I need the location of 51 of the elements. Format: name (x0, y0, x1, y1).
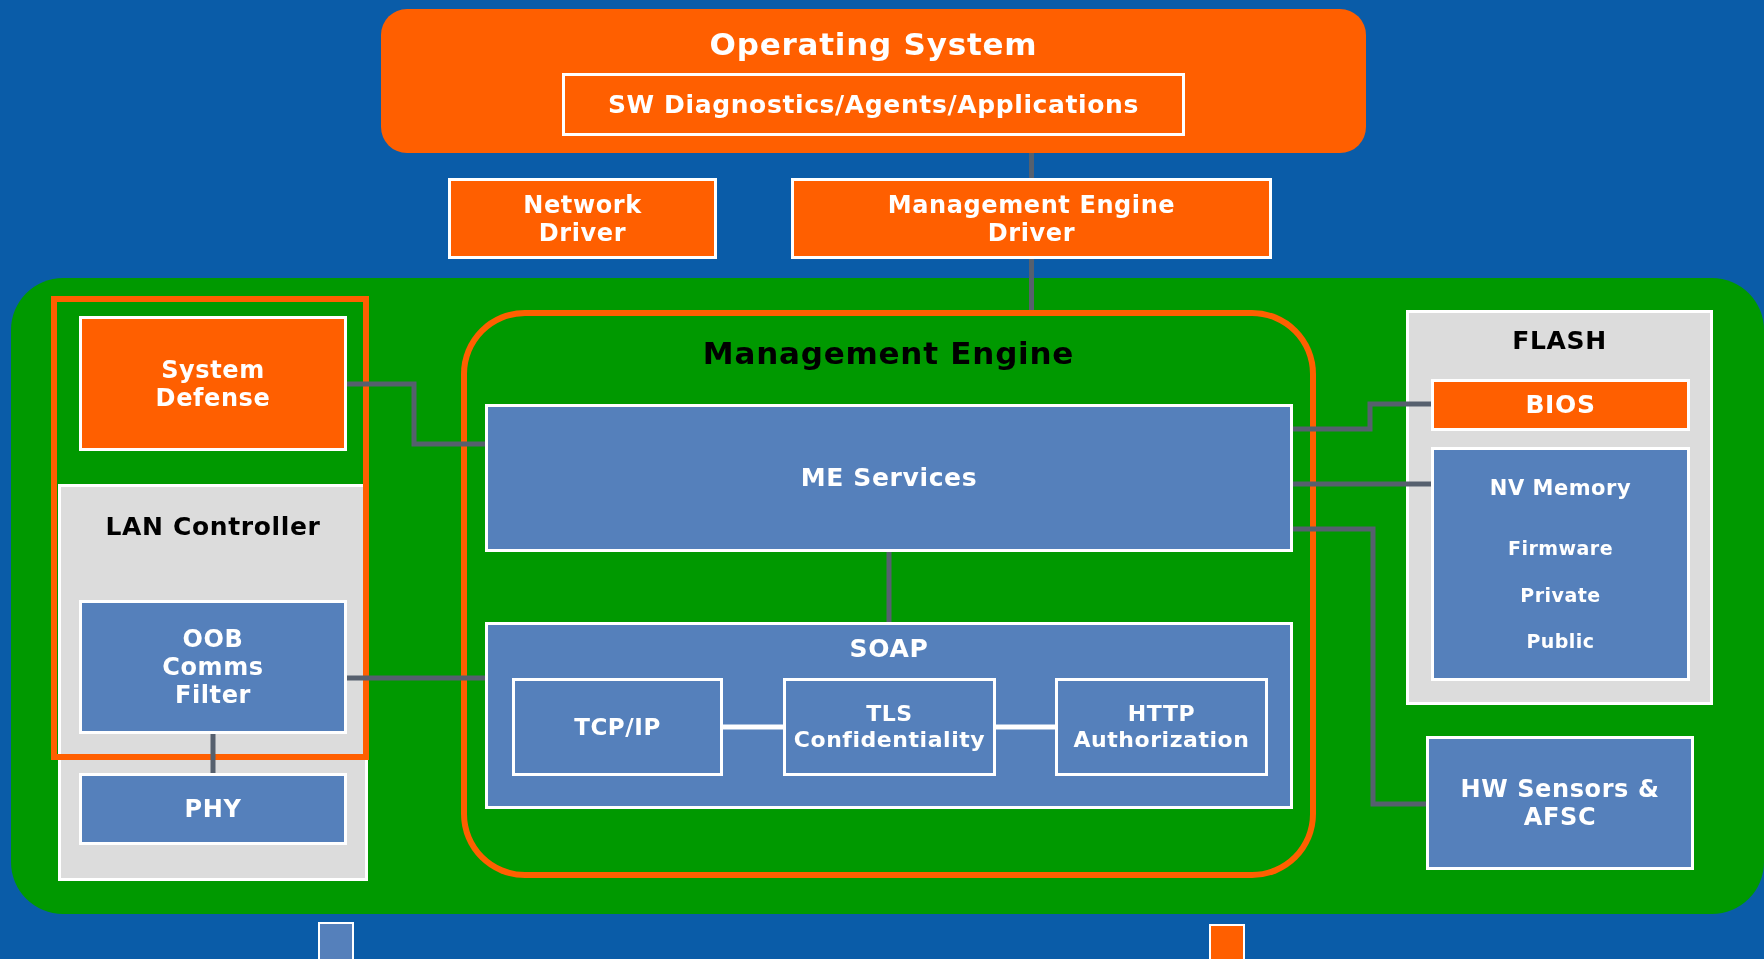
list-item: Firmware (1507, 536, 1614, 561)
node-label: Operating System (709, 25, 1038, 64)
process-box (783, 678, 996, 776)
node-label: BIOS (1525, 389, 1596, 422)
group-outline (51, 296, 369, 760)
node-label: TCP/IP (574, 712, 661, 742)
process-box (1055, 678, 1268, 776)
process-box (512, 678, 723, 776)
connector-line (1293, 481, 1431, 487)
process-box (562, 73, 1185, 136)
process-box (79, 316, 347, 451)
node-label: TLS Confidentiality (792, 701, 987, 753)
node-label: Network Driver (522, 190, 643, 247)
node-label: HTTP Authorization (1072, 701, 1251, 753)
connector-line (1029, 153, 1034, 178)
process-box (448, 178, 717, 259)
process-box (1426, 736, 1694, 870)
process-box (791, 178, 1272, 259)
process-box (79, 773, 347, 845)
process-box (485, 404, 1293, 552)
connector-line (886, 552, 892, 622)
connector-line (347, 675, 485, 681)
container-box (1406, 310, 1713, 705)
os-panel (381, 9, 1366, 153)
node-label: PHY (184, 794, 242, 825)
connector-line (1029, 259, 1034, 310)
node-label: SW Diagnostics/Agents/Applications (607, 88, 1140, 121)
connector-line (1293, 526, 1426, 807)
node-label: OOB Comms Filter (161, 625, 265, 709)
connector-line (347, 381, 485, 447)
node-label: FLASH (1512, 325, 1607, 357)
node-label: ME Services (800, 462, 978, 495)
node-label: HW Sensors & AFSC (1459, 775, 1661, 831)
process-box (1431, 379, 1690, 431)
platform-panel (11, 278, 1764, 914)
node-label: LAN Controller (105, 511, 321, 543)
connector-line (1293, 401, 1431, 432)
process-box (79, 600, 347, 734)
list-item: Public (1526, 629, 1595, 654)
connector-line (210, 734, 216, 773)
container-box (485, 622, 1293, 809)
node-label: Management Engine Driver (886, 190, 1177, 247)
memory-box (1431, 447, 1690, 681)
list-item: Private (1520, 582, 1601, 608)
connector-line (996, 724, 1055, 730)
engine-container (461, 310, 1316, 878)
node-label: System Defense (154, 355, 272, 412)
connector-line (723, 724, 783, 730)
node-label: SOAP (849, 633, 929, 665)
node-label: Management Engine (702, 334, 1075, 373)
node-label: NV Memory (1489, 474, 1632, 502)
